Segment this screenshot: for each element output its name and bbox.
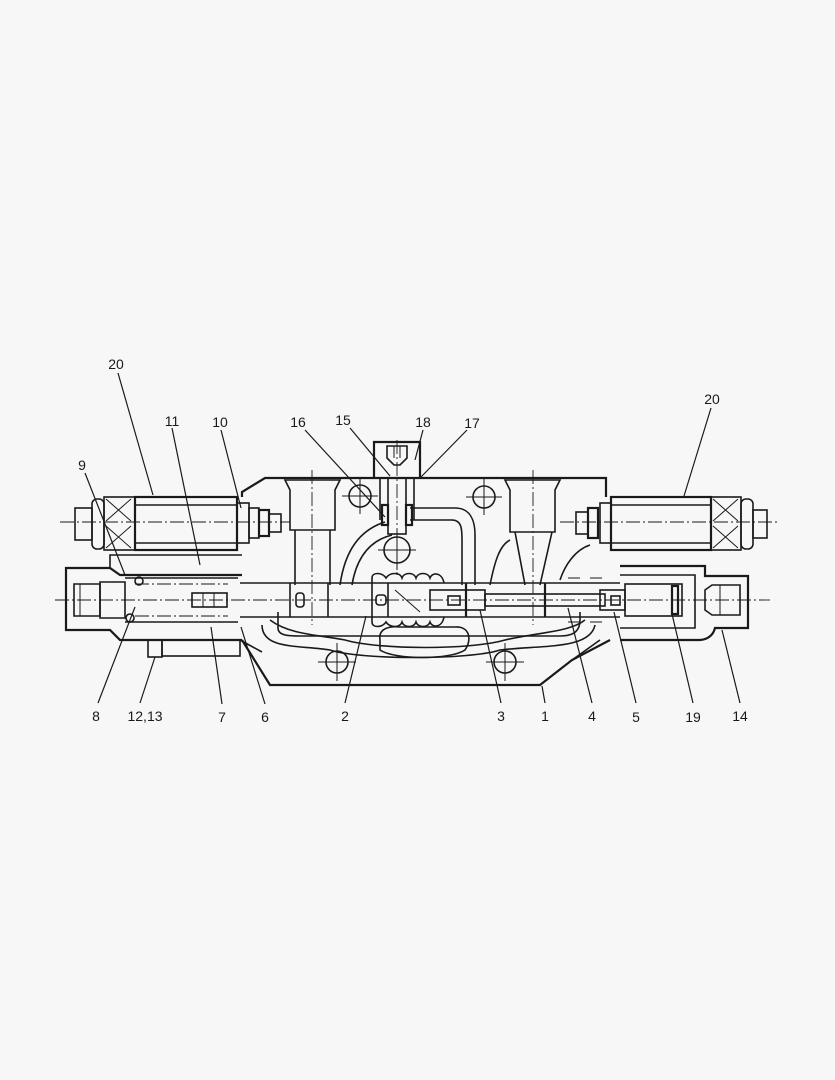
callout-17: 17 bbox=[464, 415, 480, 431]
spool bbox=[55, 572, 770, 628]
callout-2: 2 bbox=[341, 708, 349, 724]
callout-8: 8 bbox=[92, 708, 100, 724]
bolt-hole bbox=[486, 643, 524, 681]
callout-1: 1 bbox=[541, 708, 549, 724]
callout-19: 19 bbox=[685, 709, 701, 725]
bolt-hole bbox=[466, 479, 502, 515]
callout-14: 14 bbox=[732, 708, 748, 724]
callout-11: 11 bbox=[164, 413, 180, 429]
callout-16: 16 bbox=[290, 414, 306, 430]
right-end-cover bbox=[620, 564, 750, 642]
bolt-hole bbox=[318, 643, 356, 681]
callout-20-left: 20 bbox=[108, 356, 124, 372]
callout-20-right: 20 bbox=[704, 391, 720, 407]
rod-assembly bbox=[429, 577, 626, 623]
bolt-hole bbox=[342, 478, 378, 514]
callout-10: 10 bbox=[212, 414, 228, 430]
valve-body bbox=[239, 470, 611, 687]
callout-5: 5 bbox=[632, 709, 640, 725]
check-valve bbox=[372, 440, 422, 575]
callout-3: 3 bbox=[497, 708, 505, 724]
callout-15: 15 bbox=[335, 412, 351, 428]
callout-9: 9 bbox=[78, 457, 86, 473]
leader-lines bbox=[84, 372, 741, 705]
callout-7: 7 bbox=[218, 709, 226, 725]
callout-6: 6 bbox=[261, 709, 269, 725]
left-end-cover bbox=[64, 554, 242, 658]
callout-12-13: 12,13 bbox=[127, 708, 163, 724]
callout-18: 18 bbox=[415, 414, 431, 430]
right-solenoid bbox=[560, 495, 780, 552]
left-solenoid bbox=[60, 495, 290, 552]
callout-4: 4 bbox=[588, 708, 596, 724]
